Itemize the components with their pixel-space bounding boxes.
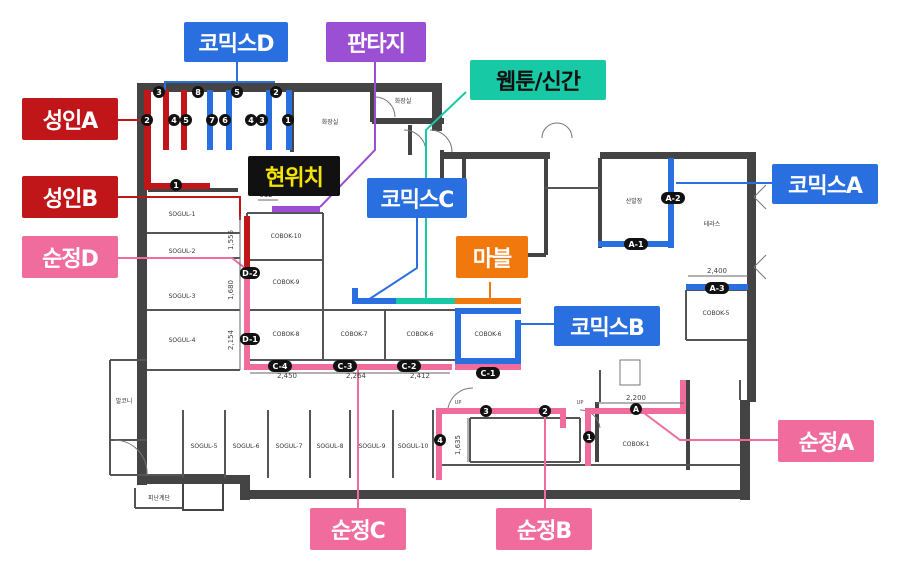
badge-c4: C-4: [273, 362, 288, 371]
label-fantasy: 판타지: [326, 22, 426, 62]
badge-s1: 1: [586, 433, 592, 442]
badge-s3: 3: [483, 407, 489, 416]
badge-mid-5: 5: [183, 116, 189, 125]
shelf-teal: [396, 298, 456, 304]
door-arcs: [113, 96, 767, 476]
room-restroom-1: 화장실: [322, 118, 339, 126]
room-restroom-2: 화장실: [395, 97, 412, 105]
badge-d1: D-1: [242, 335, 258, 344]
badge-c2: C-2: [402, 362, 417, 371]
shelf-orange: [455, 298, 521, 304]
dim-2200: 2,200: [626, 394, 646, 402]
label-sunjeong-d: 순정D: [22, 236, 118, 278]
room-sogul-8: SOGUL-8: [317, 443, 344, 450]
label-adult-b: 성인B: [22, 176, 118, 218]
dim-1680: 1,680: [227, 280, 235, 300]
label-sunjeong-a: 순정A: [778, 420, 874, 462]
dim-1635: 1,635: [454, 435, 462, 455]
badge-top-8: 8: [195, 88, 201, 97]
dim-2154: 2,154: [227, 329, 235, 350]
room-stairs: 피난계단: [148, 494, 171, 502]
badge-mid-7: 7: [209, 116, 215, 125]
badge-adult-1: 1: [173, 181, 179, 190]
partition-lines: [109, 187, 747, 509]
room-storage: 산발장: [626, 197, 643, 205]
room-cobok-8: COBOK-8: [273, 331, 300, 338]
room-sogul-4: SOGUL-4: [169, 337, 196, 344]
room-sogul-1: SOGUL-1: [169, 211, 196, 218]
badge-a1: A-1: [628, 240, 644, 249]
room-terrace: 테라스: [704, 220, 721, 228]
badge-a2: A-2: [665, 194, 680, 203]
up-label-2: UP: [577, 400, 584, 406]
room-sogul-7: SOGUL-7: [276, 443, 303, 450]
shelf-blue: [207, 90, 748, 364]
room-cobok-9: COBOK-9: [273, 279, 300, 286]
badge-c1: C-1: [481, 369, 496, 378]
label-adult-a: 성인A: [22, 98, 118, 140]
badge-top-5: 5: [234, 88, 240, 97]
badges: 3 8 5 2 2 4 5 7 6 4 3 1 1 D-2 D-1 C-4 C-…: [141, 86, 729, 446]
label-sunjeong-b: 순정B: [496, 508, 592, 550]
up-label-1: UP: [455, 400, 462, 406]
dim-2412: 2,412: [410, 372, 430, 380]
leader-lines: [118, 60, 778, 510]
dimension-lines: [239, 199, 748, 462]
room-cobok-6b: COBOK-6: [475, 331, 502, 338]
badge-mid-6: 6: [222, 116, 228, 125]
badge-c3: C-3: [338, 362, 353, 371]
label-webtoon: 웹툰/신간: [470, 60, 606, 100]
badge-mid-4a: 4: [171, 116, 177, 125]
room-cobok-6a: COBOK-6: [407, 331, 434, 338]
shelf-purple: [272, 206, 320, 212]
badge-mid-2: 2: [144, 116, 150, 125]
badge-a: A: [633, 405, 640, 414]
label-comix-c: 코믹스C: [367, 178, 467, 218]
room-cobok-7: COBOK-7: [341, 331, 368, 338]
label-comix-a: 코믹스A: [772, 164, 878, 204]
dim-2450: 2,450: [277, 372, 297, 380]
room-cobok-5: COBOK-5: [703, 310, 730, 317]
badge-a3: A-3: [709, 284, 724, 293]
dim-1556: 1,556: [227, 229, 235, 250]
label-marvel: 마블: [456, 236, 528, 278]
room-sogul-10: SOGUL-10: [398, 443, 429, 450]
room-balcony: 발코니: [116, 397, 133, 405]
badge-s4: 4: [437, 436, 443, 445]
badge-mid-4b: 4: [248, 116, 254, 125]
room-sogul-3: SOGUL-3: [169, 293, 196, 300]
room-cobok-10: COBOK-10: [271, 233, 302, 240]
badge-top-3: 3: [156, 88, 162, 97]
badge-s2: 2: [542, 407, 548, 416]
label-comix-d: 코믹스D: [184, 22, 288, 62]
badge-top-2: 2: [273, 88, 279, 97]
dim-2264: 2,264: [346, 372, 367, 380]
room-sogul-5: SOGUL-5: [191, 443, 218, 450]
label-comix-b: 코믹스B: [554, 306, 660, 346]
badge-mid-3: 3: [259, 116, 265, 125]
label-sunjeong-c: 순정C: [310, 508, 406, 550]
room-sogul-6: SOGUL-6: [233, 443, 260, 450]
badge-d2: D-2: [242, 269, 258, 278]
label-current-location: 현위치: [248, 156, 340, 196]
badge-mid-1: 1: [285, 116, 291, 125]
dim-2400: 2,400: [707, 267, 727, 275]
room-sogul-2: SOGUL-2: [169, 248, 196, 255]
room-sogul-9: SOGUL-9: [359, 443, 386, 450]
room-cobok-1: COBOK-1: [623, 441, 650, 448]
